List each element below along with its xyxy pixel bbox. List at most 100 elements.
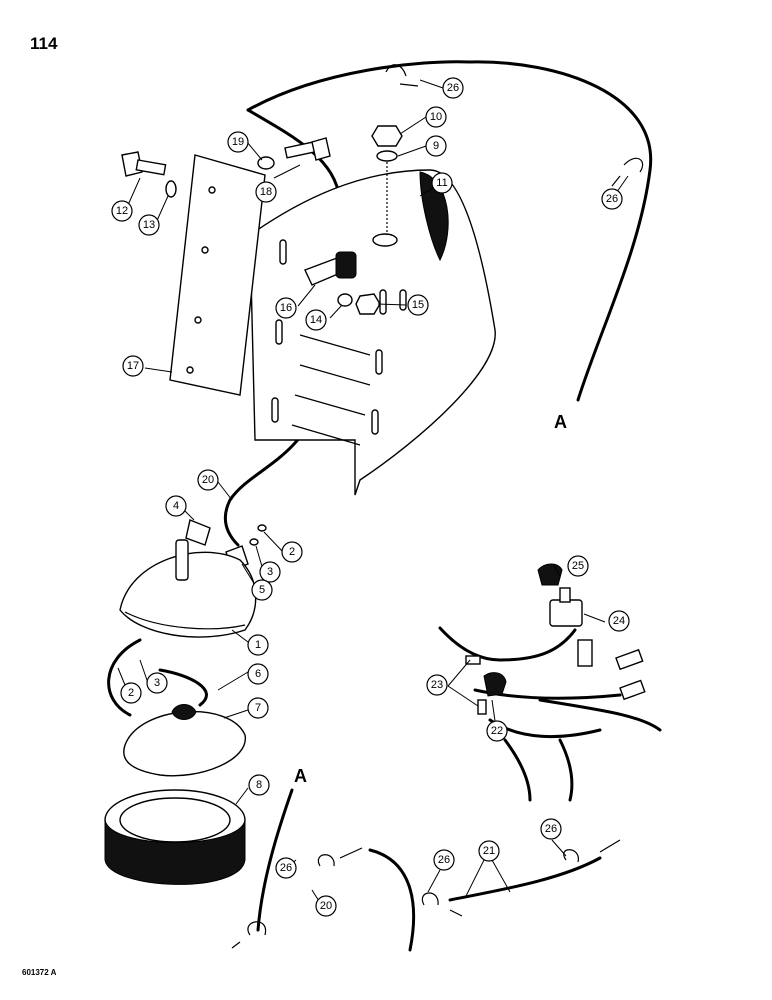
svg-text:22: 22 xyxy=(491,725,503,737)
callout-12: 12 xyxy=(111,200,133,222)
svg-text:2: 2 xyxy=(128,687,134,699)
callout-2-upper: 2 xyxy=(281,541,303,563)
lamp-mount-bracket xyxy=(249,169,496,496)
callout-22: 22 xyxy=(486,720,508,742)
svg-text:23: 23 xyxy=(431,679,443,691)
wiring-harness xyxy=(438,626,662,802)
svg-text:1: 1 xyxy=(255,639,261,651)
reference-letter-a-top: A xyxy=(554,412,567,432)
callout-15: 15 xyxy=(407,294,429,316)
bolt-12 xyxy=(121,151,167,177)
washer-13 xyxy=(165,180,177,198)
callout-1: 1 xyxy=(247,634,269,656)
pin-3 xyxy=(249,538,259,546)
callout-8: 8 xyxy=(248,774,270,796)
callout-9: 9 xyxy=(425,135,447,157)
callout-25: 25 xyxy=(567,555,589,577)
wire-21-right xyxy=(448,856,602,902)
connector-4 xyxy=(185,519,211,546)
figure-code: 601372 A xyxy=(22,968,57,977)
tie-26-top xyxy=(385,64,419,87)
svg-text:19: 19 xyxy=(232,136,244,148)
callout-26-right: 26 xyxy=(601,188,623,210)
callout-14: 14 xyxy=(305,309,327,331)
mounting-plate xyxy=(169,154,266,396)
callout-17: 17 xyxy=(122,355,144,377)
callout-20-upper: 20 xyxy=(197,469,219,491)
svg-text:14: 14 xyxy=(310,314,322,326)
callout-26-bottom-left: 26 xyxy=(275,857,297,879)
page-number: 114 xyxy=(30,34,58,53)
tie-26-bottom-mid xyxy=(317,847,363,867)
nut-15 xyxy=(355,293,381,315)
svg-text:7: 7 xyxy=(255,702,261,714)
grommet xyxy=(335,251,357,279)
svg-text:26: 26 xyxy=(606,193,618,205)
callout-3-lower: 3 xyxy=(146,672,168,694)
svg-text:9: 9 xyxy=(433,140,439,152)
svg-text:3: 3 xyxy=(154,677,160,689)
upper-harness-wire xyxy=(246,60,653,402)
washer-9 xyxy=(376,150,398,162)
svg-text:26: 26 xyxy=(447,82,459,94)
callout-23: 23 xyxy=(426,674,448,696)
svg-text:26: 26 xyxy=(545,823,557,835)
callout-6: 6 xyxy=(247,663,269,685)
callout-16: 16 xyxy=(275,297,297,319)
retainer-ring xyxy=(104,789,246,885)
svg-text:26: 26 xyxy=(280,862,292,874)
svg-text:4: 4 xyxy=(173,500,179,512)
pin-2 xyxy=(257,524,267,532)
callout-26-top: 26 xyxy=(442,77,464,99)
sealed-beam-lamp xyxy=(123,704,246,777)
callout-10: 10 xyxy=(425,106,447,128)
washer-14 xyxy=(337,293,353,307)
callout-2-lower: 2 xyxy=(120,682,142,704)
svg-text:6: 6 xyxy=(255,668,261,680)
bolt-18 xyxy=(284,137,331,161)
tie-26-right xyxy=(611,157,644,187)
svg-text:24: 24 xyxy=(613,615,625,627)
callout-26-bottom-right: 26 xyxy=(540,818,562,840)
wire-20-lower xyxy=(256,788,294,932)
svg-text:13: 13 xyxy=(143,219,155,231)
reference-letter-a-bottom: A xyxy=(294,766,307,786)
callout-3-upper: 3 xyxy=(259,561,281,583)
wire-6 xyxy=(107,638,208,717)
callout-7: 7 xyxy=(247,697,269,719)
svg-text:5: 5 xyxy=(259,584,265,596)
callout-19: 19 xyxy=(227,131,249,153)
svg-text:20: 20 xyxy=(320,900,332,912)
svg-text:16: 16 xyxy=(280,302,292,314)
callout-11: 11 xyxy=(431,172,453,194)
svg-text:8: 8 xyxy=(256,779,262,791)
tie-26-bottom-center xyxy=(421,892,463,917)
svg-text:3: 3 xyxy=(267,566,273,578)
leader-lines xyxy=(117,79,629,907)
svg-text:18: 18 xyxy=(260,186,272,198)
callout-20-lower: 20 xyxy=(315,895,337,917)
nut-10 xyxy=(371,125,403,147)
svg-text:21: 21 xyxy=(483,845,495,857)
callout-26-bottom-center: 26 xyxy=(433,849,455,871)
callout-5: 5 xyxy=(251,579,273,601)
svg-text:25: 25 xyxy=(572,560,584,572)
svg-text:20: 20 xyxy=(202,474,214,486)
svg-text:26: 26 xyxy=(438,854,450,866)
callout-24: 24 xyxy=(608,610,630,632)
tie-26-bottom-right xyxy=(563,839,621,863)
svg-text:17: 17 xyxy=(127,360,139,372)
svg-text:12: 12 xyxy=(116,205,128,217)
callout-13: 13 xyxy=(138,214,160,236)
svg-text:10: 10 xyxy=(430,111,442,123)
tie-26-bottom-left xyxy=(231,921,267,949)
wire-21-harness xyxy=(368,848,416,952)
svg-text:11: 11 xyxy=(436,177,447,189)
callout-18: 18 xyxy=(255,181,277,203)
callout-4: 4 xyxy=(165,495,187,517)
svg-text:2: 2 xyxy=(289,546,295,558)
svg-text:15: 15 xyxy=(412,299,424,311)
callout-21: 21 xyxy=(478,840,500,862)
